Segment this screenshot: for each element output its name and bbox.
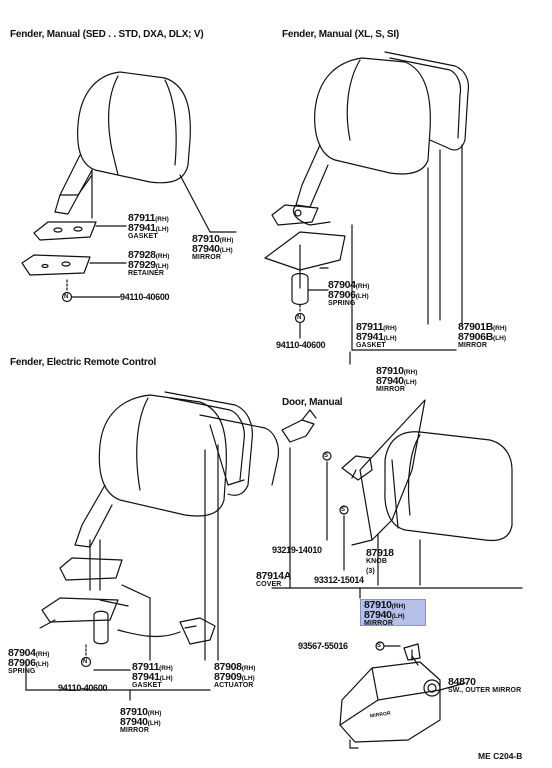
part-number-lh: 87929	[128, 259, 156, 271]
part-description: GASKET	[356, 342, 386, 349]
part-description: SPRING	[8, 668, 36, 675]
part-description: MIRROR	[120, 727, 149, 734]
lh-suffix: (LH)	[492, 335, 506, 342]
mirror-assembly-electric	[25, 391, 280, 701]
part-description: GASKET	[132, 682, 162, 689]
rh-suffix: (RH)	[219, 237, 234, 244]
part-number-rh: 87911	[356, 321, 384, 333]
part-number-lh: 87941	[132, 671, 160, 683]
rh-suffix: (RH)	[155, 253, 170, 260]
rh-suffix: (RH)	[159, 665, 173, 672]
part-number-rh: 87904	[8, 647, 36, 659]
screw-marker-1: S	[324, 453, 329, 459]
part-description: SPRING	[328, 300, 356, 307]
part-number-lh: 87906	[328, 289, 356, 301]
section-title-electric: Fender, Electric Remote Control	[10, 357, 157, 368]
highlight-mirror-d	[360, 599, 426, 626]
part-number: 84870	[448, 676, 476, 688]
lh-suffix: (LH)	[35, 661, 49, 668]
lh-suffix: (LH)	[391, 613, 405, 620]
part-description: MIRROR	[364, 620, 393, 627]
part-number-rh: 87911	[132, 661, 160, 673]
part-number-rh: 87910	[376, 365, 404, 377]
section-title-door-manual: Door, Manual	[282, 397, 343, 408]
rh-suffix: (RH)	[241, 665, 256, 672]
rh-suffix: (RH)	[35, 651, 50, 658]
mirror-assembly-sedan	[21, 71, 237, 303]
part-number-lh: 87906	[8, 657, 36, 669]
part-number-rh: 87911	[128, 212, 156, 224]
rh-suffix: (RH)	[391, 603, 406, 610]
lh-suffix: (LH)	[403, 379, 417, 386]
rh-suffix: (RH)	[383, 325, 397, 332]
part-number: 87918	[366, 547, 394, 559]
part-number-rh: 87910	[120, 706, 148, 718]
part-number-lh: 87941	[356, 331, 384, 343]
lh-suffix: (LH)	[241, 675, 255, 682]
part-screw-d3: 93567-55016	[298, 641, 348, 651]
lh-suffix: (LH)	[159, 675, 173, 682]
part-description: SW., OUTER MIRROR	[448, 687, 522, 694]
part-number-lh: 87941	[128, 222, 156, 234]
figure-code: ME C204-B	[478, 751, 523, 761]
part-number-rh: 87908	[214, 661, 242, 673]
lh-suffix: (LH)	[155, 263, 169, 270]
part-nut-c: 94110-40600	[58, 683, 108, 693]
part-screw-d2: 93312-15014	[314, 575, 364, 585]
lh-suffix: (LH)	[383, 335, 397, 342]
part-description: GASKET	[128, 233, 158, 240]
rh-suffix: (RH)	[355, 283, 370, 290]
part-description: RETAINER	[128, 270, 165, 277]
part-description: ACTUATOR	[214, 682, 254, 689]
part-number-rh: 87910	[364, 599, 392, 611]
rh-suffix: (RH)	[492, 325, 507, 332]
part-description: MIRROR	[376, 386, 405, 393]
lh-suffix: (LH)	[147, 720, 161, 727]
part-description: MIRROR	[458, 342, 487, 349]
part-number-lh: 87906B	[458, 331, 493, 343]
part-number-rh: 87910	[192, 233, 220, 245]
nut-marker-c: N	[83, 659, 88, 665]
part-nut-a: 94110-40600	[120, 292, 170, 302]
mirror-assembly-xl	[264, 51, 470, 365]
section-title-manual-xl: Fender, Manual (XL, S, SI)	[282, 29, 400, 40]
part-nut-b: 94110-40600	[276, 340, 326, 350]
part-number-lh: 87940	[376, 375, 404, 387]
part-number-lh: 87909	[214, 671, 242, 683]
part-description: MIRROR	[192, 254, 221, 261]
part-number: 87914A	[256, 570, 291, 582]
nut-marker-b: N	[297, 315, 302, 321]
part-number-lh: 87940	[192, 243, 220, 255]
part-number-lh: 87940	[120, 716, 148, 728]
screw-marker-2: S	[341, 507, 346, 513]
lh-suffix: (LH)	[155, 226, 169, 233]
lh-suffix: (LH)	[219, 247, 233, 254]
part-number-rh: 87904	[328, 279, 356, 291]
rh-suffix: (RH)	[155, 216, 169, 223]
part-number-rh: 87901B	[458, 321, 493, 333]
section-title-manual-sedan: Fender, Manual (SED . . STD, DXA, DLX; V…	[10, 29, 204, 40]
nut-marker-a: N	[64, 294, 69, 300]
part-number-lh: 87940	[364, 609, 392, 621]
lh-suffix: (LH)	[355, 293, 369, 300]
part-quantity: (3)	[366, 568, 375, 575]
mirror-assembly-door	[271, 399, 523, 749]
part-description: KNOB	[366, 558, 388, 565]
rh-suffix: (RH)	[147, 710, 162, 717]
part-description: COVER	[256, 581, 282, 588]
rh-suffix: (RH)	[403, 369, 418, 376]
part-screw-d1: 93219-14010	[272, 545, 322, 555]
screw-marker-3: S	[377, 643, 382, 649]
part-number-rh: 87928	[128, 249, 156, 261]
